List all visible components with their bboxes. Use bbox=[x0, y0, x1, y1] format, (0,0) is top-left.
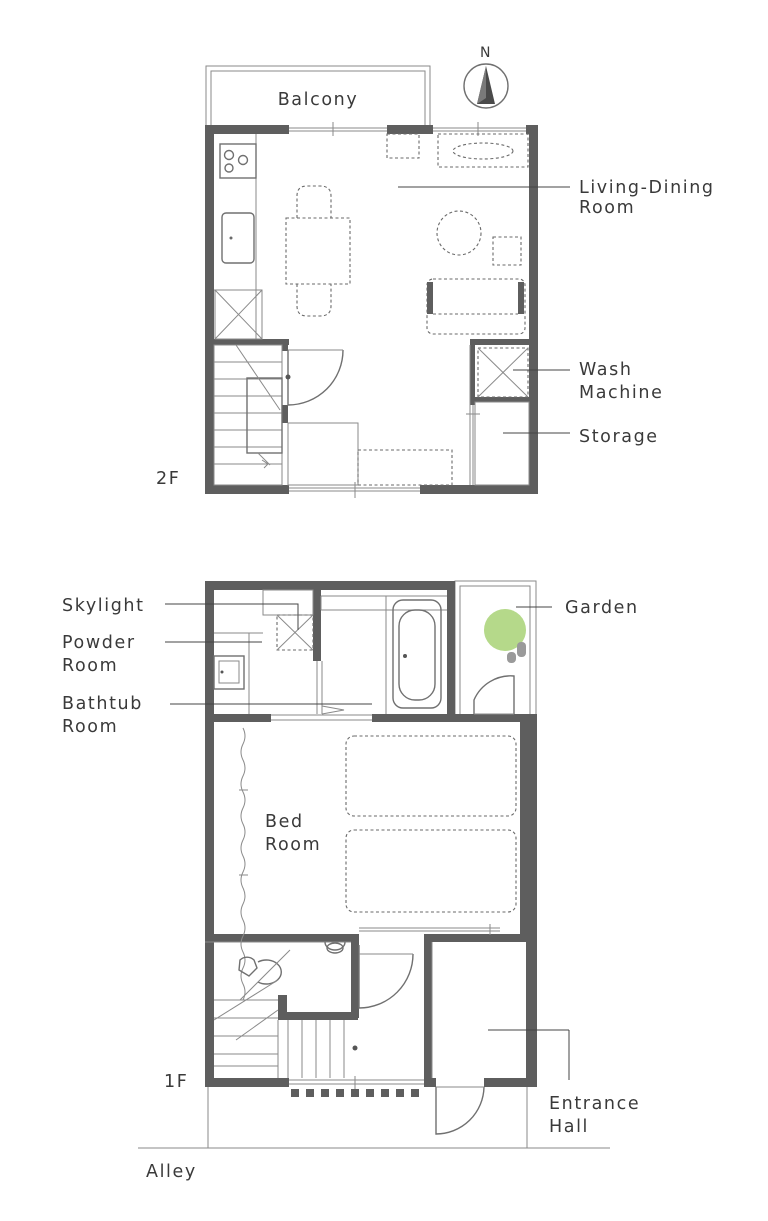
garden-tree-icon bbox=[484, 609, 526, 651]
bathtub-icon bbox=[392, 599, 442, 709]
balcony-label: Balcony bbox=[278, 90, 359, 110]
dining-table-icon bbox=[285, 185, 351, 317]
powder-room-label-line1: Powder bbox=[62, 633, 136, 653]
entrance-hall-label-line2: Hall bbox=[549, 1117, 589, 1137]
powder-room-label-line2: Room bbox=[62, 656, 118, 676]
grille-blocks bbox=[291, 1089, 419, 1097]
alley-label: Alley bbox=[146, 1162, 197, 1182]
garden-label: Garden bbox=[565, 598, 639, 618]
bathtub-room-label-line1: Bathtub bbox=[62, 694, 143, 714]
powder-sink-icon bbox=[213, 655, 245, 690]
kitchen-sink-icon bbox=[221, 212, 255, 264]
living-dining-label-line2: Room bbox=[579, 198, 635, 218]
skylight-label: Skylight bbox=[62, 596, 145, 616]
floor-2f-label: 2F bbox=[156, 469, 180, 489]
bed-room-label-line1: Bed bbox=[265, 812, 304, 832]
first-floor-walls bbox=[205, 581, 537, 1087]
skylight-icon bbox=[276, 614, 314, 651]
curtain-icon bbox=[239, 727, 248, 1001]
toilet-icon bbox=[324, 941, 346, 954]
second-floor-plan bbox=[205, 65, 570, 498]
stairs-1f bbox=[213, 979, 345, 1078]
bed-2-icon bbox=[345, 829, 517, 913]
living-dining-label-line1: Living-Dining bbox=[579, 178, 715, 198]
storage-label: Storage bbox=[579, 427, 659, 447]
sofa-icon bbox=[426, 278, 526, 335]
wash-machine-label-line2: Machine bbox=[579, 383, 663, 403]
wash-machine-icon bbox=[477, 347, 529, 398]
second-floor-walls bbox=[205, 125, 538, 494]
bed-room-label-line2: Room bbox=[265, 835, 321, 855]
bathtub-room-label-line2: Room bbox=[62, 717, 118, 737]
north-label: N bbox=[480, 45, 492, 61]
skylight-leader bbox=[165, 603, 299, 630]
kitchen-counter bbox=[214, 134, 263, 340]
stairs-2f bbox=[213, 344, 283, 486]
north-arrow-icon bbox=[463, 63, 509, 109]
entrance-hall-label-line1: Entrance bbox=[549, 1094, 640, 1114]
bed-1-icon bbox=[345, 735, 517, 817]
wash-machine-label-line1: Wash bbox=[579, 360, 633, 380]
first-floor-plan bbox=[138, 580, 610, 1149]
floor-1f-label: 1F bbox=[164, 1072, 188, 1092]
